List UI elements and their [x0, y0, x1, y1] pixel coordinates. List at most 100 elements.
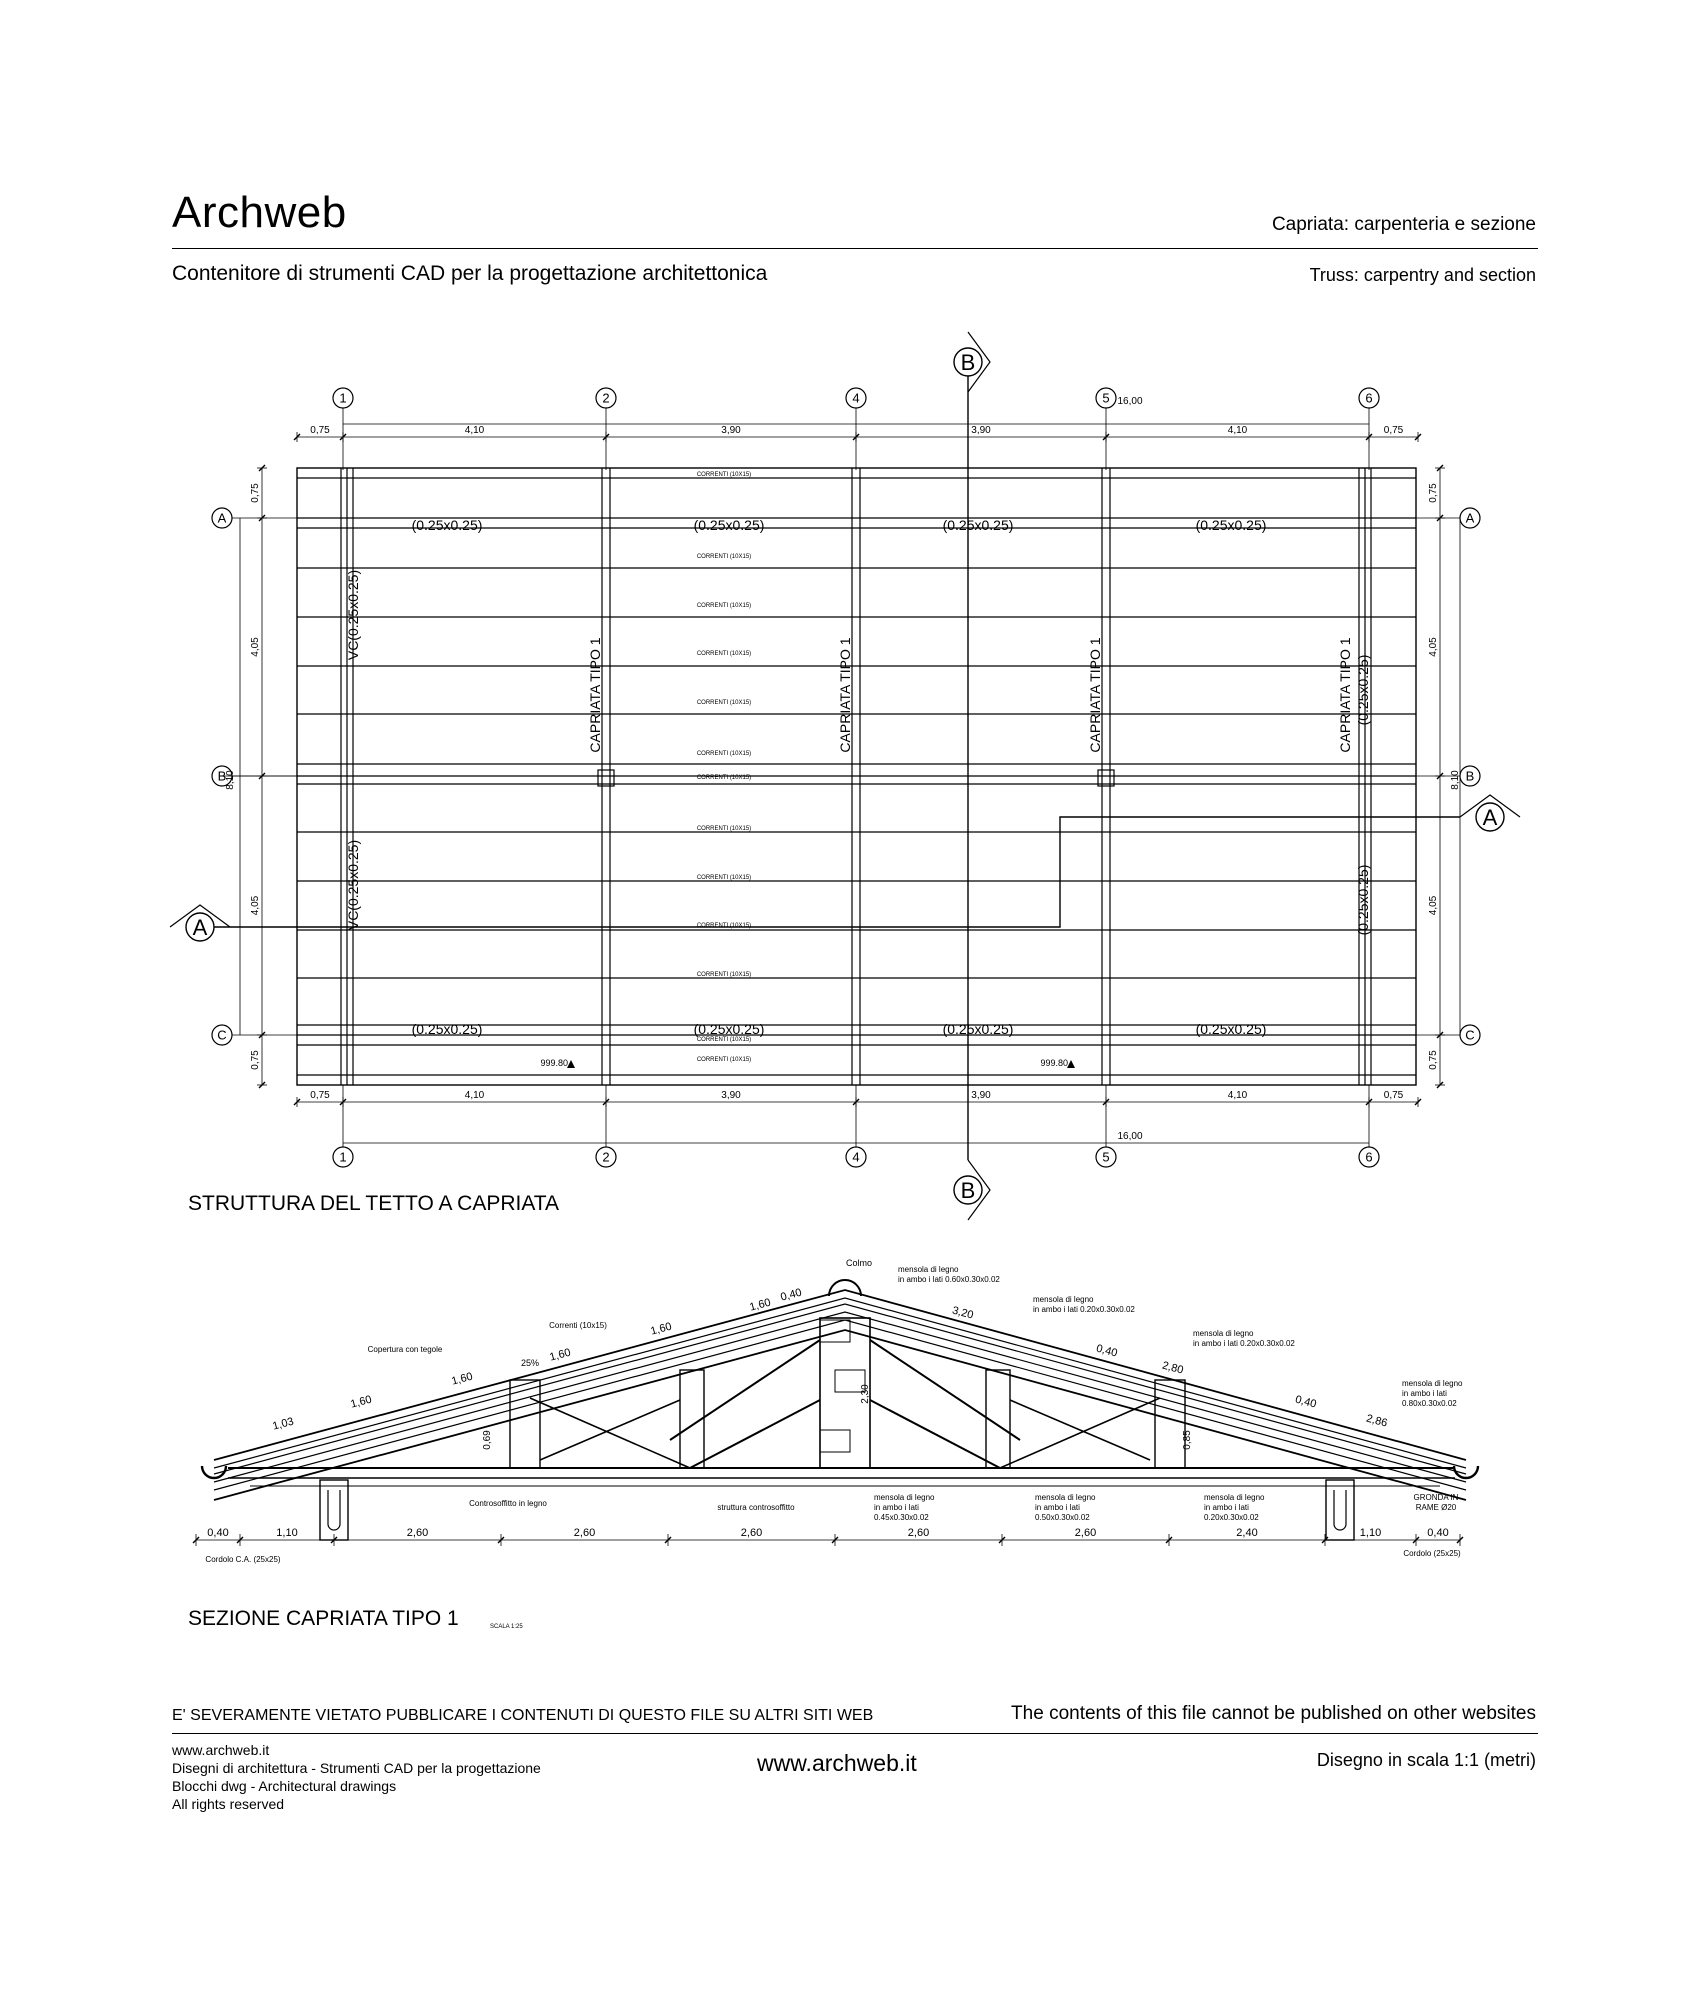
strut	[869, 1399, 1001, 1469]
beam-label: (0.25x0.25)	[694, 1021, 765, 1037]
section-title: SEZIONE CAPRIATA TIPO 1	[188, 1607, 459, 1630]
mensola-label: mensola di legno	[898, 1265, 959, 1274]
mensola-label: in ambo i lati	[1035, 1503, 1080, 1512]
grid-column-marker: 4	[852, 391, 859, 406]
mensola-label: mensola di legno	[874, 1493, 935, 1502]
beam-label: (0.25x0.25)	[943, 1021, 1014, 1037]
purlin-label: CORRENTI (10X15)	[697, 875, 751, 881]
dim-label: 4,10	[465, 425, 485, 436]
grid-row-marker: B	[1466, 769, 1475, 784]
footer-scale-note: Disegno in scala 1:1 (metri)	[1316, 1750, 1536, 1770]
header-rule	[172, 248, 1538, 249]
roof-dim-label: 0,40	[779, 1287, 803, 1304]
truss-label: CAPRIATA TIPO 1	[1337, 637, 1353, 752]
grid-row-marker: A	[1466, 511, 1475, 526]
dim-label: 0,75	[1384, 425, 1404, 436]
cordolo	[319, 1479, 349, 1541]
dim-tick	[339, 1098, 347, 1106]
gronda-label: RAME Ø20	[1416, 1503, 1457, 1512]
section-marker-arrow	[169, 904, 231, 928]
king-post	[819, 1317, 871, 1469]
dim-tick	[998, 1536, 1006, 1544]
section-marker-bubble	[953, 347, 983, 377]
dim-tick	[258, 514, 266, 522]
section-scale: SCALA 1:25	[490, 1624, 523, 1630]
dim-tick	[852, 1098, 860, 1106]
dim-total: 8,10	[225, 770, 236, 790]
section-marker-label: A	[1483, 805, 1498, 830]
subtitle-it: Contenitore di strumenti CAD per la prog…	[172, 262, 768, 285]
grid-row-marker: C	[1465, 1028, 1474, 1043]
footer-url[interactable]: www.archweb.it	[757, 1750, 917, 1776]
dim-tick	[1456, 1536, 1464, 1544]
king-post	[1097, 769, 1115, 787]
dim-total: 16,00	[1117, 1131, 1142, 1142]
roof-dim-label: 1,60	[748, 1297, 772, 1314]
dim-tick	[831, 1536, 839, 1544]
warning-it: E' SEVERAMENTE VIETATO PUBBLICARE I CONT…	[172, 1707, 874, 1724]
section-marker: B	[953, 331, 991, 393]
footer-rule	[172, 1733, 1538, 1734]
roof-dim-label: 1,60	[450, 1371, 474, 1388]
dim-total: 8,10	[1450, 770, 1461, 790]
footer-line: Disegni di architettura - Strumenti CAD …	[172, 1760, 541, 1776]
beam-label: (0.25x0.25)	[1196, 1021, 1267, 1037]
footer-line: www.archweb.it	[172, 1742, 270, 1758]
purlin-label: CORRENTI (10X15)	[697, 775, 751, 781]
dim-tick	[330, 1536, 338, 1544]
dim-tick	[293, 433, 301, 441]
section-marker-bubble	[1475, 802, 1505, 832]
warning-en: The contents of this file cannot be publ…	[1011, 1703, 1536, 1724]
grid-row-marker: A	[218, 511, 227, 526]
dim-tick	[1102, 433, 1110, 441]
beam-label: (0.25x0.25)	[412, 1021, 483, 1037]
strut	[999, 1397, 1161, 1469]
post-height-label: 0,85	[1182, 1430, 1193, 1450]
dim-tick	[192, 1536, 200, 1544]
dim-tick	[258, 1081, 266, 1089]
dim-tick	[1414, 433, 1422, 441]
elevation-label: 999.80	[540, 1058, 568, 1068]
mensola-label: 0.45x0.30x0.02	[874, 1513, 929, 1522]
king-post	[597, 769, 615, 787]
purlin-label: CORRENTI (10X15)	[697, 1037, 751, 1043]
gronda-label: GRONDA IN	[1414, 1493, 1459, 1502]
grid-column-marker: 5	[1102, 391, 1109, 406]
purlin-label: CORRENTI (10X15)	[697, 826, 751, 832]
mensola-label: mensola di legno	[1033, 1295, 1094, 1304]
mensola-label: mensola di legno	[1402, 1379, 1463, 1388]
elevation-label: 999.80	[1040, 1058, 1068, 1068]
edge-beam-label: (0.25x0.25)	[1355, 865, 1371, 936]
cordolo	[1325, 1479, 1355, 1541]
dim-label: 4,05	[1428, 637, 1439, 657]
drawing-title-it: Capriata: carpenteria e sezione	[1271, 214, 1536, 235]
strut	[869, 1339, 1021, 1441]
bolt-plate	[819, 1319, 851, 1343]
beam-label: (0.25x0.25)	[694, 517, 765, 533]
rebar	[1333, 1490, 1347, 1531]
dim-label: 2,60	[407, 1527, 428, 1539]
cordolo-ca-label: Cordolo C.A. (25x25)	[205, 1555, 280, 1564]
colmo-label: Colmo	[846, 1258, 872, 1268]
section-marker: B	[953, 1159, 991, 1221]
dim-tick	[1414, 1098, 1422, 1106]
mensola-label: 0.50x0.30x0.02	[1035, 1513, 1090, 1522]
dim-tick	[497, 1536, 505, 1544]
purlin-label: CORRENTI (10X15)	[697, 972, 751, 978]
section-marker-bubble	[185, 912, 215, 942]
roof-dim-label: 0,40	[1095, 1343, 1119, 1360]
dim-label: 1,10	[1360, 1527, 1381, 1539]
section-marker-arrow	[967, 331, 991, 393]
dim-label: 0,75	[310, 425, 330, 436]
controsoffitto-label: Controsoffitto in legno	[469, 1499, 547, 1508]
queen-post	[509, 1379, 541, 1469]
dim-tick	[258, 464, 266, 472]
dim-label: 0,75	[1428, 483, 1439, 503]
dim-label: 0,75	[250, 1050, 261, 1070]
mensola-label: in ambo i lati 0.20x0.30x0.02	[1033, 1305, 1135, 1314]
edge-beam-label: VC(0.25x0.25)	[345, 840, 361, 930]
struttura-controsoffitto-label: struttura controsoffitto	[717, 1503, 795, 1512]
queen-post	[1154, 1379, 1186, 1469]
purlin-label: CORRENTI (10X15)	[697, 1057, 751, 1063]
dim-label: 3,90	[971, 1090, 991, 1101]
